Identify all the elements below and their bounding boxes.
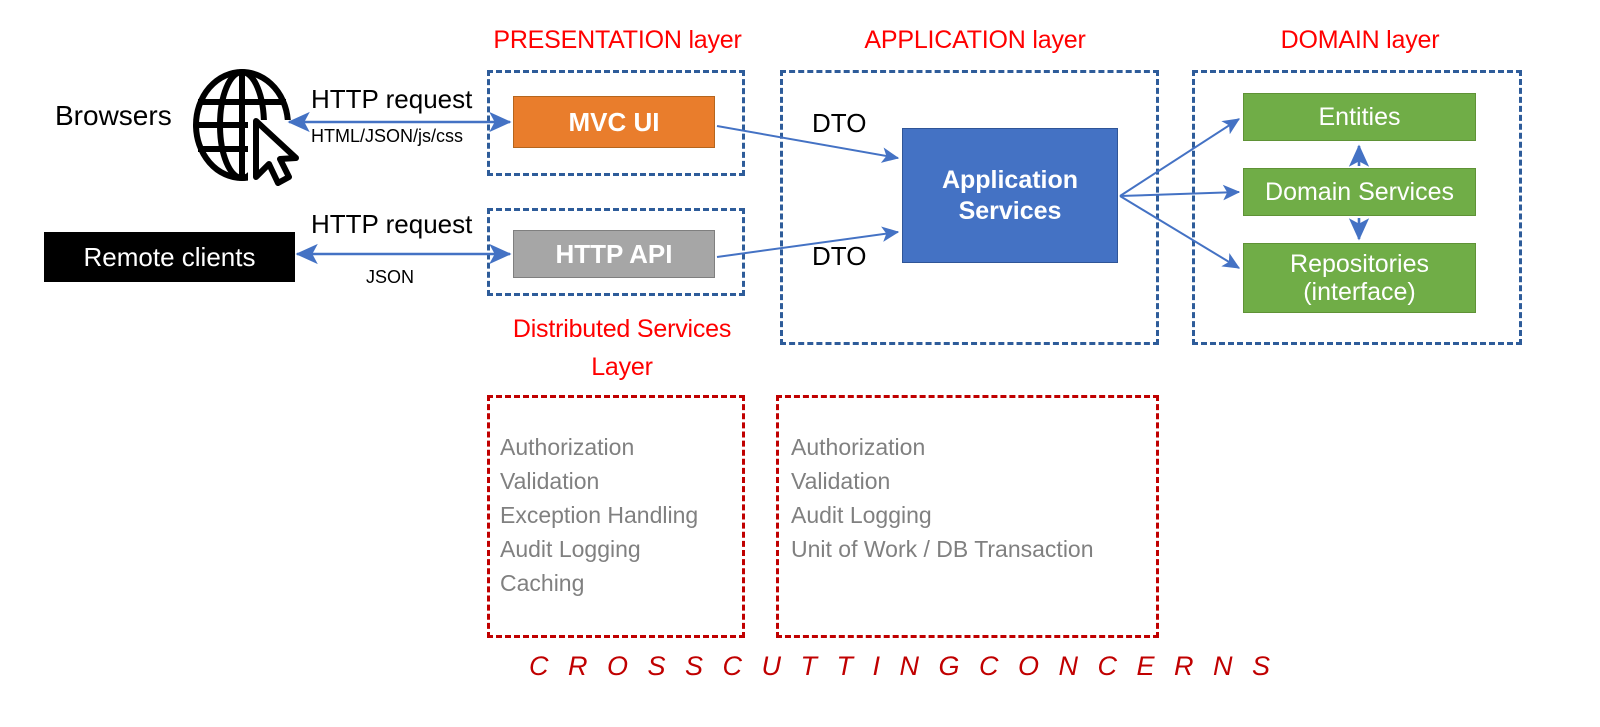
domain-layer-caption: DOMAIN layer — [1280, 26, 1440, 54]
globe-cursor-icon — [186, 64, 306, 186]
presentation-concerns-container — [487, 395, 745, 638]
distributed-services-caption-line2: Layer — [591, 353, 653, 381]
remote-request-label: HTTP request — [311, 209, 473, 239]
browsers-label: Browsers — [55, 100, 172, 131]
browser-request-label: HTTP request — [311, 84, 473, 114]
application-layer-caption: APPLICATION layer — [864, 26, 1086, 54]
application-services-line1: Application — [941, 166, 1079, 194]
remote-clients-box: Remote clients — [44, 232, 295, 282]
repositories-box[interactable]: Repositories (interface) — [1243, 243, 1476, 313]
application-services-box[interactable]: Application Services — [902, 128, 1118, 263]
browser-response-label: HTML/JSON/js/css — [311, 126, 464, 146]
remote-response-label: JSON — [366, 267, 415, 287]
presentation-concerns-list: Authorization Validation Exception Handl… — [500, 434, 699, 597]
http-api-box[interactable]: HTTP API — [513, 230, 715, 278]
dto-bottom-label: DTO — [812, 241, 867, 271]
repositories-line2: (interface) — [1303, 278, 1416, 306]
application-concerns-list: Authorization Validation Audit Logging U… — [791, 434, 1094, 563]
domain-services-box[interactable]: Domain Services — [1243, 168, 1476, 216]
presentation-layer-caption: PRESENTATION layer — [493, 26, 742, 54]
entities-box[interactable]: Entities — [1243, 93, 1476, 141]
dto-top-label: DTO — [812, 108, 867, 138]
cross-cutting-concerns-footer: C R O S S C U T T I N G C O N C E R N S — [529, 651, 1277, 681]
mvc-ui-box[interactable]: MVC UI — [513, 96, 715, 148]
repositories-line1: Repositories — [1290, 250, 1429, 278]
application-concerns-container — [776, 395, 1159, 638]
distributed-services-caption-line1: Distributed Services — [512, 315, 732, 343]
application-services-line2: Services — [958, 196, 1062, 225]
